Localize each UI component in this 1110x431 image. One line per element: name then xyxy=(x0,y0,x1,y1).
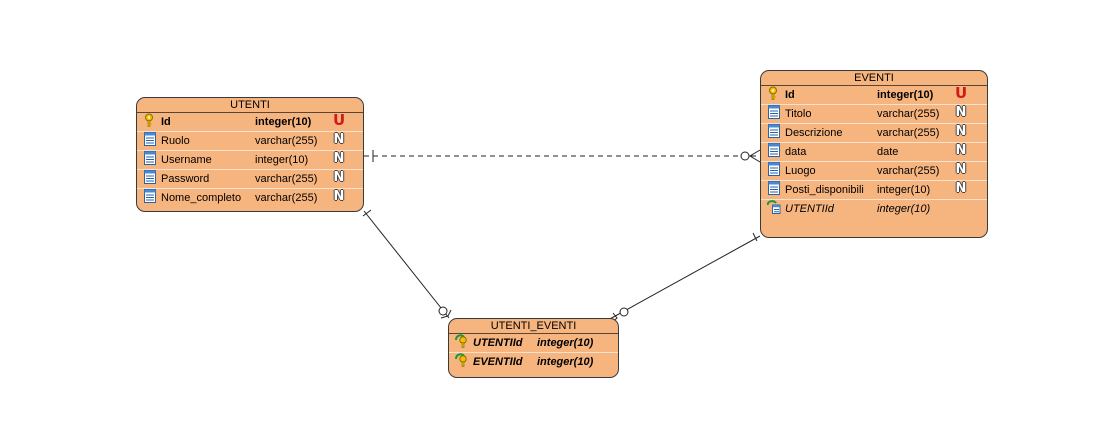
attribute-type: integer(10) xyxy=(537,356,594,368)
entity-title: UTENTI xyxy=(137,98,363,113)
zero-marker xyxy=(740,151,750,161)
column-icon xyxy=(767,181,781,195)
nullable-badge: N xyxy=(955,181,967,196)
nullable-badge: N xyxy=(955,105,967,120)
primary-key-icon xyxy=(143,113,157,127)
attribute-type: varchar(255) xyxy=(255,173,318,185)
primary-key-icon xyxy=(767,86,781,100)
attribute-type: integer(10) xyxy=(537,337,594,349)
attribute-type: varchar(255) xyxy=(255,135,318,147)
column-icon xyxy=(767,162,781,176)
attribute-type: date xyxy=(877,146,899,158)
attribute-row[interactable]: Username integer(10) N xyxy=(137,151,363,170)
one-marker xyxy=(752,232,758,242)
column-icon xyxy=(143,132,157,146)
column-icon xyxy=(143,151,157,165)
attribute-row[interactable]: Posti_disponibili integer(10) N xyxy=(761,181,987,200)
utenti-eventi-rel[interactable] xyxy=(364,149,761,163)
foreign-key-icon xyxy=(766,200,781,214)
primary-foreign-key-icon xyxy=(455,334,469,348)
nullable-badge: N xyxy=(955,124,967,139)
unique-badge: U xyxy=(333,111,346,129)
attribute-row[interactable]: Id integer(10) U xyxy=(137,113,363,132)
attribute-name: Username xyxy=(161,154,212,166)
attribute-name: UTENTIId xyxy=(785,203,834,215)
attribute-name: EVENTIId xyxy=(473,356,523,368)
attribute-name: Descrizione xyxy=(785,127,843,139)
attribute-type: varchar(255) xyxy=(877,127,940,139)
attribute-type: integer(10) xyxy=(877,184,931,196)
attribute-name: Nome_completo xyxy=(161,192,242,204)
nullable-badge: N xyxy=(333,189,345,204)
attribute-row[interactable]: Luogo varchar(255) N xyxy=(761,162,987,181)
nullable-badge: N xyxy=(333,151,345,166)
attribute-row[interactable]: Nome_completo varchar(255) N xyxy=(137,189,363,207)
attribute-list: UTENTIId integer(10) EVENTIId integer(10) xyxy=(449,334,618,371)
many-marker xyxy=(749,149,761,163)
nullable-badge: N xyxy=(333,170,345,185)
unique-badge: U xyxy=(955,84,968,102)
column-icon xyxy=(767,143,781,157)
attribute-row[interactable]: EVENTIId integer(10) xyxy=(449,353,618,371)
many-marker xyxy=(440,309,452,319)
utenti-utenti-eventi-rel[interactable] xyxy=(362,209,452,319)
entity-title: UTENTI_EVENTI xyxy=(449,319,618,334)
attribute-row[interactable]: Id integer(10) U xyxy=(761,86,987,105)
attribute-row[interactable]: Descrizione varchar(255) N xyxy=(761,124,987,143)
attribute-name: data xyxy=(785,146,807,158)
attribute-row[interactable]: Titolo varchar(255) N xyxy=(761,105,987,124)
attribute-type: varchar(255) xyxy=(877,165,940,177)
attribute-type: integer(10) xyxy=(877,203,931,215)
attribute-name: UTENTIId xyxy=(473,337,523,349)
attribute-name: Id xyxy=(785,89,795,101)
column-icon xyxy=(143,189,157,203)
attribute-row[interactable]: Ruolo varchar(255) N xyxy=(137,132,363,151)
attribute-name: Id xyxy=(161,116,171,128)
attribute-name: Password xyxy=(161,173,210,185)
column-icon xyxy=(767,105,781,119)
primary-foreign-key-icon xyxy=(455,353,469,367)
attribute-row[interactable]: UTENTIId integer(10) xyxy=(761,200,987,218)
attribute-row[interactable]: Password varchar(255) N xyxy=(137,170,363,189)
one-marker xyxy=(362,209,372,217)
entity-title: EVENTI xyxy=(761,71,987,86)
zero-marker xyxy=(438,306,448,316)
entity-eventi[interactable]: EVENTI Id integer(10) U Titolo varchar(255) N… xyxy=(760,70,988,238)
nullable-badge: N xyxy=(955,162,967,177)
attribute-name: Ruolo xyxy=(161,135,190,147)
eventi-utenti-eventi-rel[interactable] xyxy=(607,232,761,323)
attribute-type: integer(10) xyxy=(255,154,309,166)
attribute-name: Luogo xyxy=(785,165,816,177)
nullable-badge: N xyxy=(955,143,967,158)
attribute-name: Titolo xyxy=(785,108,812,120)
column-icon xyxy=(143,170,157,184)
nullable-badge: N xyxy=(333,132,345,147)
attribute-row[interactable]: data date N xyxy=(761,143,987,162)
attribute-type: integer(10) xyxy=(255,116,312,128)
attribute-row[interactable]: UTENTIId integer(10) xyxy=(449,334,618,353)
attribute-type: varchar(255) xyxy=(877,108,940,120)
attribute-name: Posti_disponibili xyxy=(785,184,864,196)
attribute-type: varchar(255) xyxy=(255,192,318,204)
column-icon xyxy=(767,124,781,138)
attribute-type: integer(10) xyxy=(877,89,934,101)
zero-marker xyxy=(619,307,629,317)
